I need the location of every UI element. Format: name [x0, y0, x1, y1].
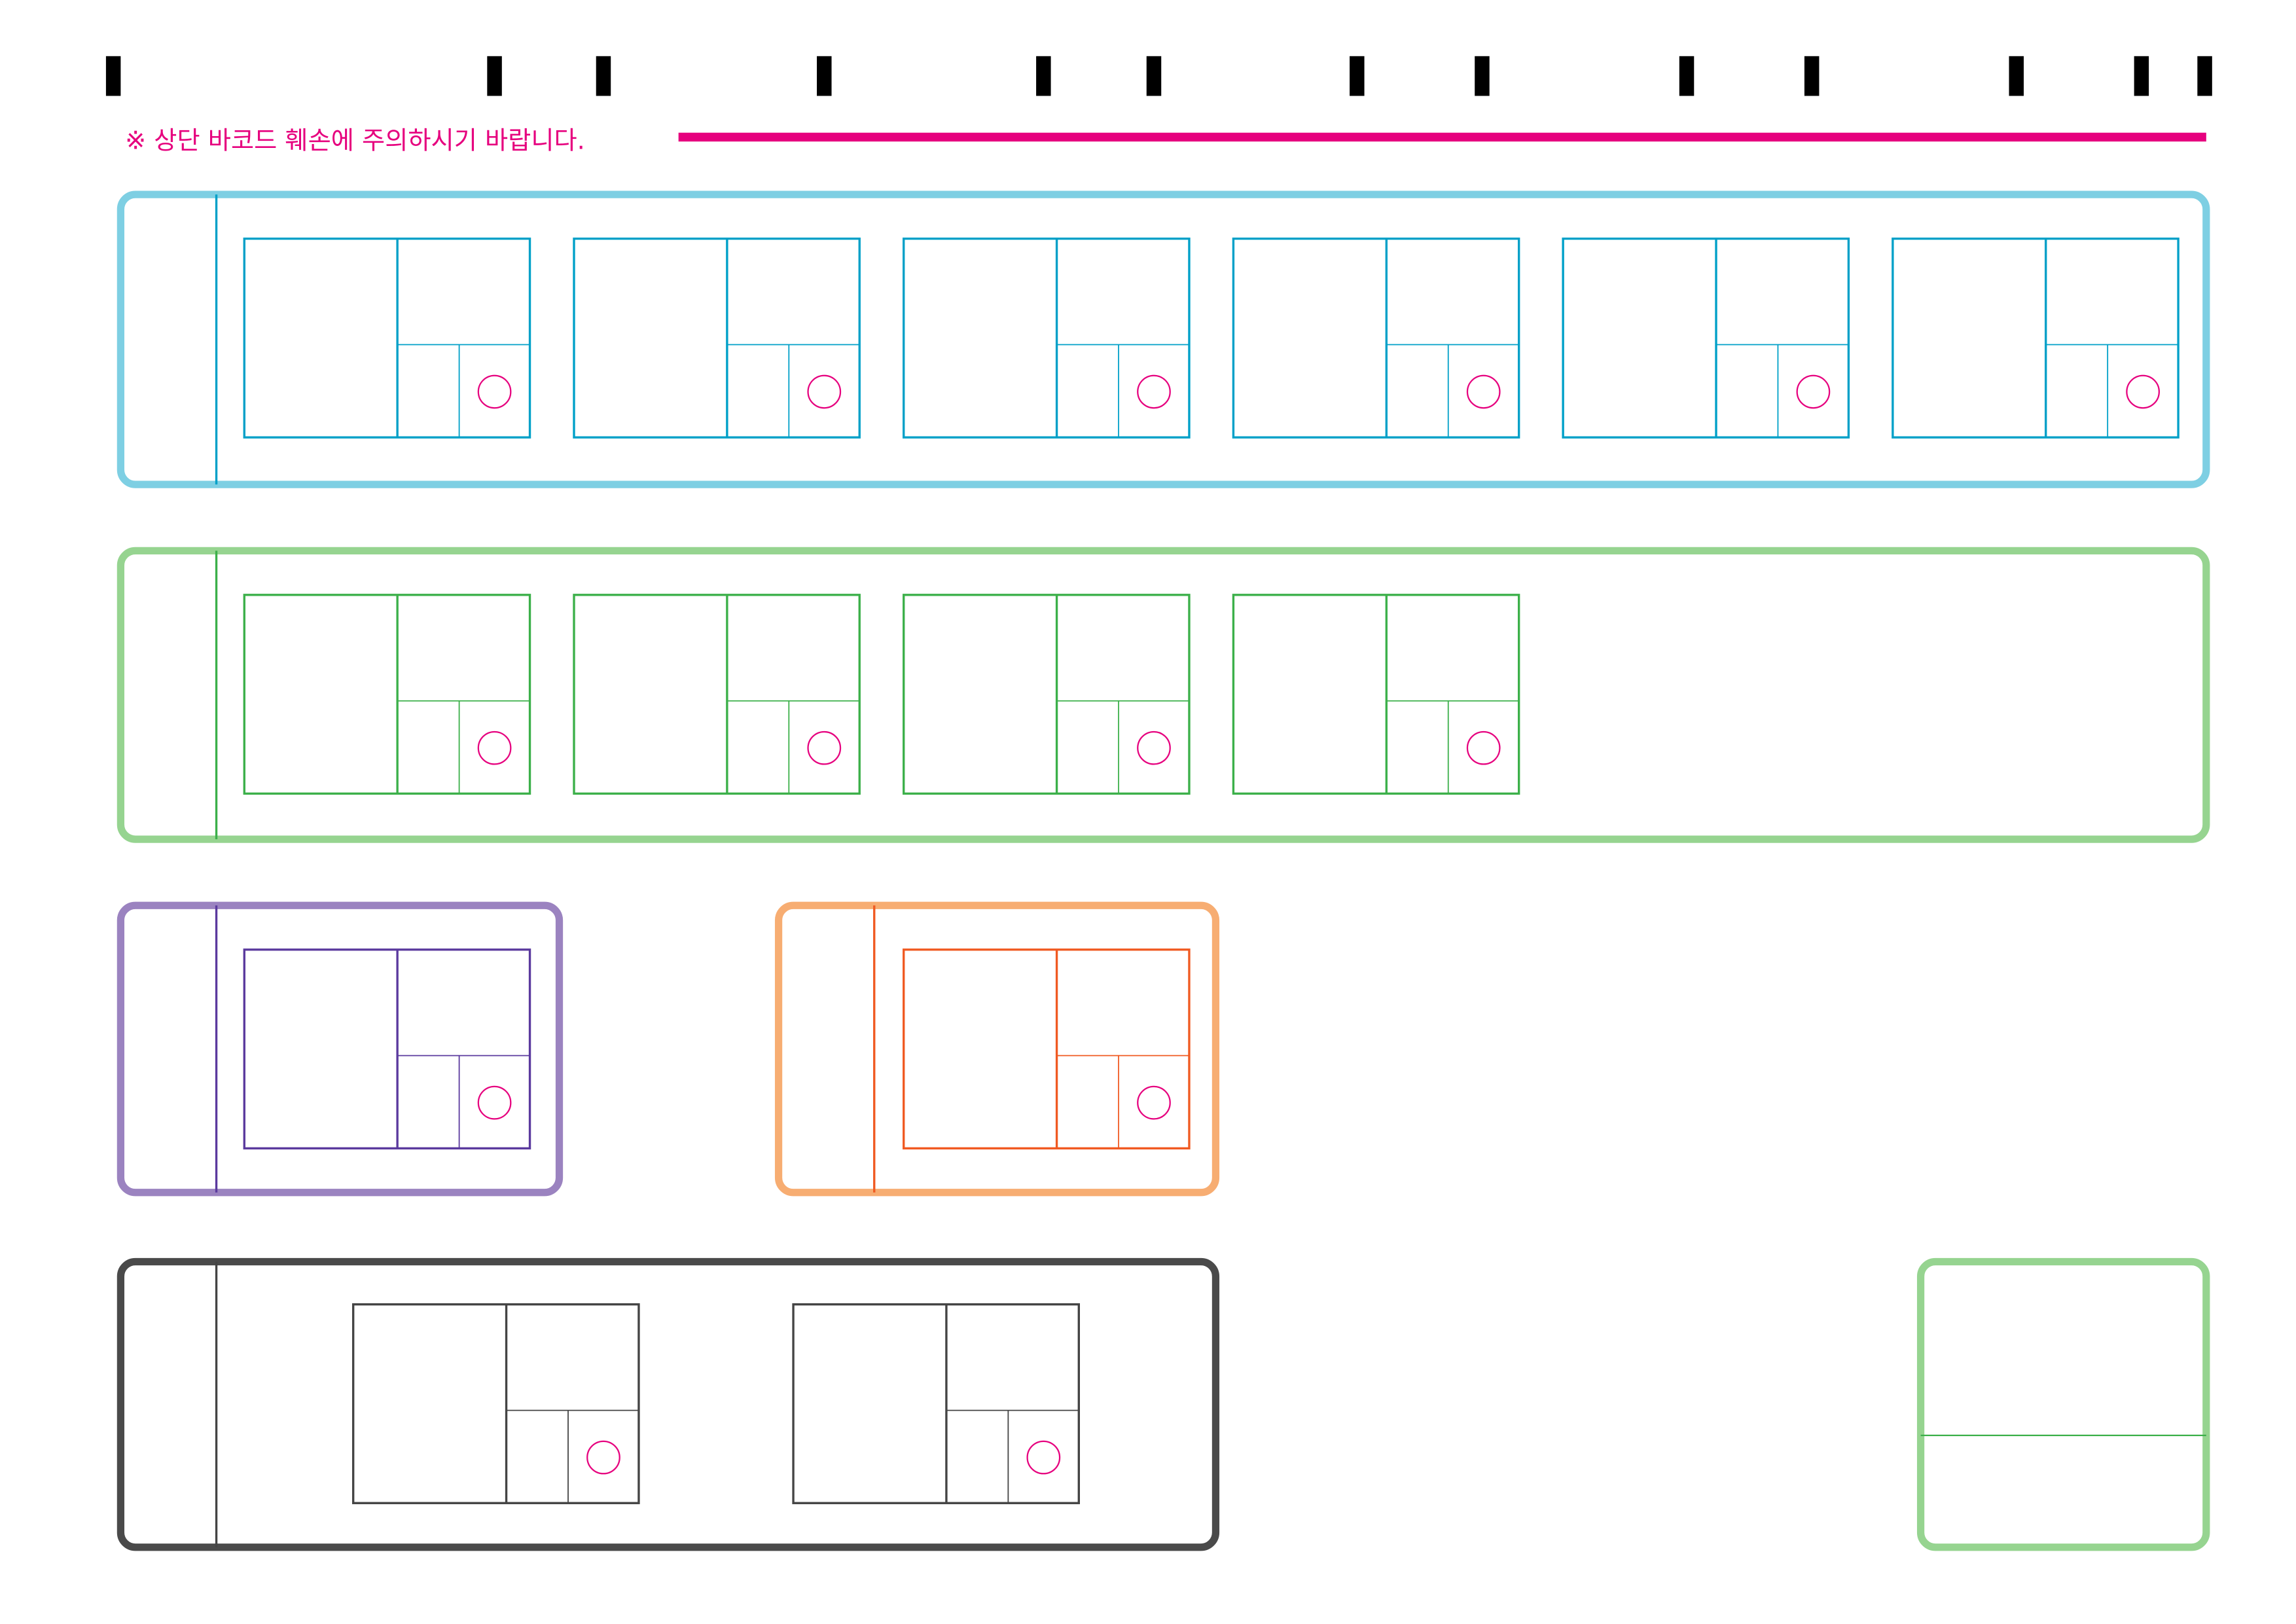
- entry-card: [573, 594, 861, 795]
- circle-mark-icon: [586, 1440, 620, 1475]
- barcode-mark: [2134, 56, 2149, 96]
- entry-card: [903, 948, 1191, 1150]
- barcode-mark: [1146, 56, 1162, 96]
- barcode-mark: [105, 56, 121, 96]
- entry-card: [1232, 237, 1520, 439]
- circle-mark-icon: [477, 1085, 512, 1120]
- barcode-mark: [596, 56, 611, 96]
- barcode-mark: [1036, 56, 1051, 96]
- dark-panel: [117, 1257, 1220, 1551]
- entry-card: [792, 1303, 1080, 1504]
- barcode-warning-text: ※ 상단 바코드 훼손에 주의하시기 바랍니다.: [125, 126, 585, 155]
- circle-mark-icon: [1026, 1440, 1061, 1475]
- blue-panel: [117, 190, 2210, 488]
- circle-mark-icon: [1466, 374, 1501, 409]
- entry-card: [243, 594, 531, 795]
- orange-panel: [774, 901, 1220, 1197]
- circle-mark-icon: [1137, 374, 1171, 409]
- entry-card: [1892, 237, 2179, 439]
- circle-mark-icon: [1137, 1085, 1171, 1120]
- barcode-marks: [105, 56, 2212, 96]
- entry-card: [903, 237, 1191, 439]
- entry-card: [243, 948, 531, 1150]
- barcode-mark: [1350, 56, 1365, 96]
- entry-card: [1232, 594, 1520, 795]
- entry-card: [1562, 237, 1850, 439]
- circle-mark-icon: [477, 731, 512, 765]
- circle-mark-icon: [1796, 374, 1831, 409]
- circle-mark-icon: [477, 374, 512, 409]
- barcode-mark: [2009, 56, 2024, 96]
- entry-card: [903, 594, 1191, 795]
- circle-mark-icon: [2126, 374, 2160, 409]
- barcode-mark: [2197, 56, 2212, 96]
- entry-card: [573, 237, 861, 439]
- notice-line: [678, 132, 2206, 142]
- barcode-mark: [1804, 56, 1820, 96]
- entry-card: [352, 1303, 640, 1504]
- circle-mark-icon: [1466, 731, 1501, 765]
- entry-card: [243, 237, 531, 439]
- circle-mark-icon: [807, 374, 842, 409]
- green-panel: [117, 547, 2210, 843]
- circle-mark-icon: [807, 731, 842, 765]
- purple-panel: [117, 901, 564, 1197]
- circle-mark-icon: [1137, 731, 1171, 765]
- barcode-mark: [1679, 56, 1695, 96]
- small-green-panel: [1916, 1257, 2210, 1551]
- barcode-mark: [487, 56, 502, 96]
- barcode-mark: [817, 56, 832, 96]
- barcode-mark: [1475, 56, 1490, 96]
